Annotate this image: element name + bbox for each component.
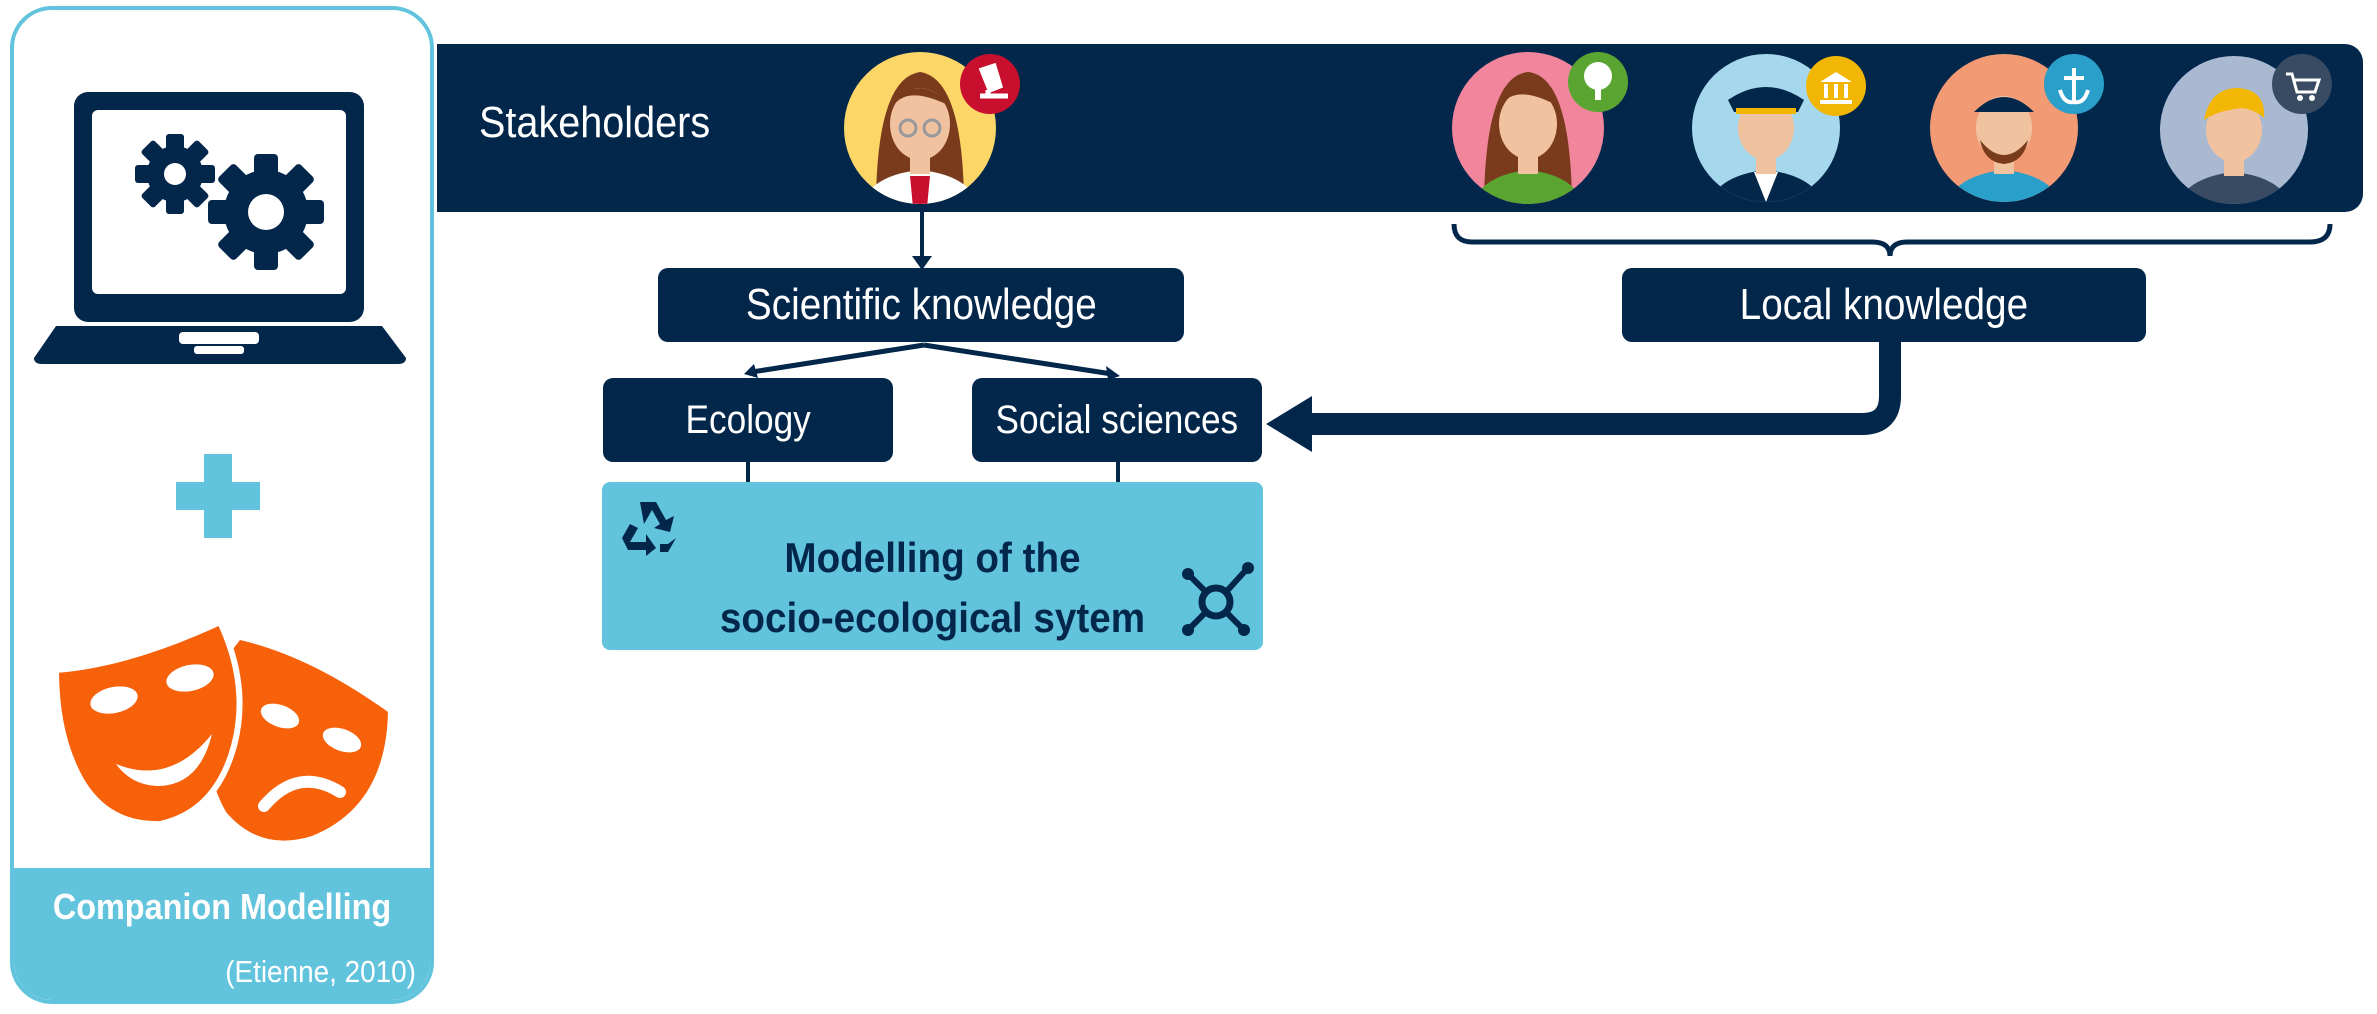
local-knowledge-label: Local knowledge	[1739, 280, 2029, 329]
theatre-masks-icon	[52, 618, 388, 841]
consumer-avatar	[2160, 54, 2332, 204]
officer-avatar	[1692, 54, 1866, 202]
recycle-icon	[622, 502, 676, 556]
social-sciences-label: Social sciences	[995, 397, 1239, 442]
environmentalist-avatar	[1452, 52, 1628, 204]
ecology-label: Ecology	[685, 397, 811, 442]
social-sciences-box: Social sciences	[972, 378, 1262, 462]
scientific-knowledge-label: Scientific knowledge	[745, 280, 1097, 329]
local-knowledge-box: Local knowledge	[1622, 268, 2146, 342]
network-icon	[1182, 562, 1254, 636]
ecology-box: Ecology	[603, 378, 893, 462]
fisher-avatar	[1930, 54, 2104, 202]
companion-citation: (Etienne, 2010)	[225, 954, 416, 989]
model-line1: Modelling of the	[784, 534, 1081, 581]
scientist-avatar	[844, 52, 1020, 204]
companion-modelling-panel: Companion Modelling (Etienne, 2010)	[10, 6, 434, 1004]
companion-title: Companion Modelling	[52, 886, 392, 927]
model-title: Modelling of the socio-ecological sytem	[628, 528, 1236, 648]
cart-icon	[2272, 54, 2332, 114]
stakeholders-label: Stakeholders	[479, 98, 711, 147]
model-box: Modelling of the socio-ecological sytem	[602, 482, 1263, 650]
laptop-gears-icon	[34, 92, 406, 364]
model-line2: socio-ecological sytem	[719, 594, 1146, 641]
plus-icon	[176, 454, 260, 538]
scientific-knowledge-box: Scientific knowledge	[658, 268, 1184, 342]
companion-footer: Companion Modelling (Etienne, 2010)	[14, 868, 430, 1000]
